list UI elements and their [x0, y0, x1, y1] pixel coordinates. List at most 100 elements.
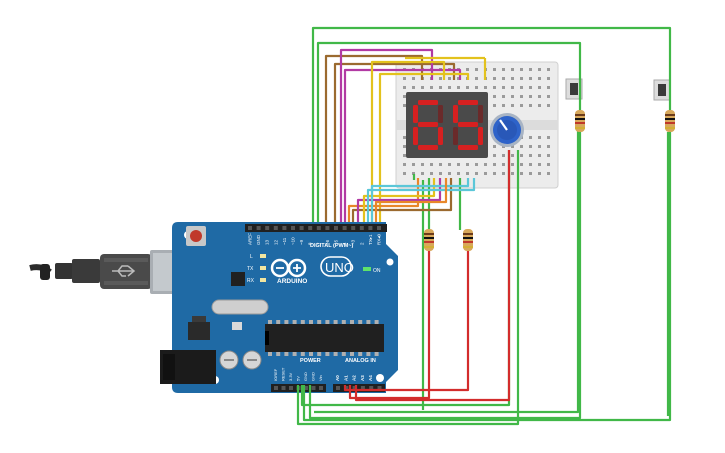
seven-segment-digit [453, 100, 483, 150]
header-pin-hole[interactable] [273, 226, 278, 230]
uno-badge [320, 256, 352, 277]
resistor-icon[interactable] [463, 229, 473, 251]
usb-chip [231, 272, 245, 286]
digital-header [245, 224, 387, 232]
status-leds: L TX RX [247, 254, 266, 284]
resistor-icon[interactable] [665, 110, 675, 132]
wire-red[interactable] [348, 250, 431, 400]
analog-pin-label: A2 [352, 375, 357, 381]
power-pin-label: GND [311, 372, 316, 381]
analog-pin-hole[interactable] [336, 386, 340, 390]
header-pin-hole[interactable] [291, 226, 295, 230]
wires [296, 26, 672, 426]
header-pin-hole[interactable] [325, 226, 330, 230]
analog-pin-label: A4 [368, 375, 373, 381]
usb-plug-icon[interactable] [29, 250, 192, 294]
header-pin-hole[interactable] [308, 226, 313, 230]
reset-button-icon[interactable] [186, 226, 206, 246]
analog-pin-label: A0 [335, 375, 340, 381]
digital-pin-label: 2 [359, 242, 364, 245]
analog-header [333, 384, 385, 392]
digital-pin-label: 13 [265, 239, 270, 245]
wire-brown[interactable] [333, 62, 456, 222]
on-label: ON [373, 268, 381, 274]
wire-brown[interactable] [324, 54, 424, 222]
header-pin-hole[interactable] [299, 226, 304, 230]
header-pin-hole[interactable] [265, 226, 270, 230]
header-pin-hole[interactable] [351, 226, 356, 230]
on-led [363, 267, 371, 271]
power-pin-hole[interactable] [319, 386, 323, 390]
led-label-l: L [250, 254, 253, 260]
wire-yellow[interactable] [370, 60, 446, 222]
atmega-chip [265, 324, 384, 352]
analog-pin-hole[interactable] [344, 386, 349, 390]
potentiometer-knob-icon[interactable] [490, 113, 524, 147]
resistor-icon[interactable] [575, 110, 585, 132]
arduino-brand-text: ARDUINO [277, 278, 307, 285]
voltage-regulator [188, 322, 210, 340]
capacitors [219, 350, 262, 370]
digital-pin-label: ~6 [325, 239, 330, 245]
seven-segment-display [406, 92, 488, 158]
analog-pin-hole[interactable] [352, 386, 357, 390]
power-pin-hole[interactable] [274, 386, 278, 390]
wire-magenta[interactable] [339, 48, 434, 222]
power-pin-label: RESET [281, 367, 286, 381]
header-pin-hole[interactable] [248, 226, 252, 230]
header-pin-hole[interactable] [282, 226, 287, 230]
power-pin-label: 3.3V [288, 372, 293, 381]
wire-green[interactable] [302, 26, 672, 422]
analog-pin-label: A1 [343, 375, 348, 381]
resistor-icon[interactable] [424, 229, 434, 251]
crystal [211, 299, 269, 315]
pushbutton-icon[interactable] [653, 79, 671, 101]
wire-green[interactable] [296, 150, 520, 426]
digital-header-label: DIGITAL (PWM~) [310, 243, 354, 249]
digital-pin-label: RX◂0 [377, 233, 382, 245]
header-pin-hole[interactable] [368, 226, 373, 230]
analog-pin-hole[interactable] [369, 386, 374, 390]
analog-pin-hole[interactable] [360, 386, 365, 390]
digital-pin-label: GND [256, 234, 261, 245]
power-pin-label: GND [303, 372, 308, 381]
header-pin-hole[interactable] [334, 226, 338, 230]
power-jack [160, 350, 216, 384]
uno-model-text: UNO [325, 260, 354, 275]
led-label-rx: RX [247, 278, 255, 284]
digital-pin-label: 8 [308, 242, 313, 245]
digital-pin-label: ~10 [291, 237, 296, 245]
header-pin-hole[interactable] [256, 226, 261, 230]
pushbutton-icon[interactable] [565, 78, 583, 100]
digital-pin-label: 12 [273, 239, 278, 245]
digital-pin-label: TX▸1 [368, 234, 373, 245]
header-pin-hole[interactable] [316, 226, 321, 230]
wire-cyan[interactable] [366, 178, 476, 222]
power-pin-hole[interactable] [304, 386, 308, 390]
wire-red[interactable] [354, 150, 511, 402]
header-pin-hole[interactable] [359, 226, 364, 230]
power-header-label: POWER [300, 358, 321, 364]
wire-red[interactable] [343, 250, 470, 392]
power-pin-hole[interactable] [281, 386, 286, 390]
power-pin-label: Vin [318, 375, 323, 381]
power-pin-hole[interactable] [311, 386, 316, 390]
power-pin-label: 5V [296, 376, 301, 381]
digital-pin-label: 7 [316, 242, 321, 245]
wire-yellow[interactable] [378, 72, 470, 222]
header-pin-hole[interactable] [377, 226, 381, 230]
analog-pin-hole[interactable] [377, 386, 382, 390]
wire-green[interactable] [308, 41, 582, 420]
digital-pin-label: ~3 [351, 239, 356, 245]
power-pin-hole[interactable] [289, 386, 293, 390]
power-pin-label: IOREF [273, 368, 278, 381]
wire-orange[interactable] [347, 178, 420, 222]
digital-pin-label: ~5 [334, 239, 339, 245]
arduino-infinity-logo-icon [270, 258, 307, 278]
seven-segment-digit [413, 100, 443, 150]
header-pin-hole[interactable] [342, 226, 347, 230]
led-label-tx: TX [247, 266, 254, 272]
